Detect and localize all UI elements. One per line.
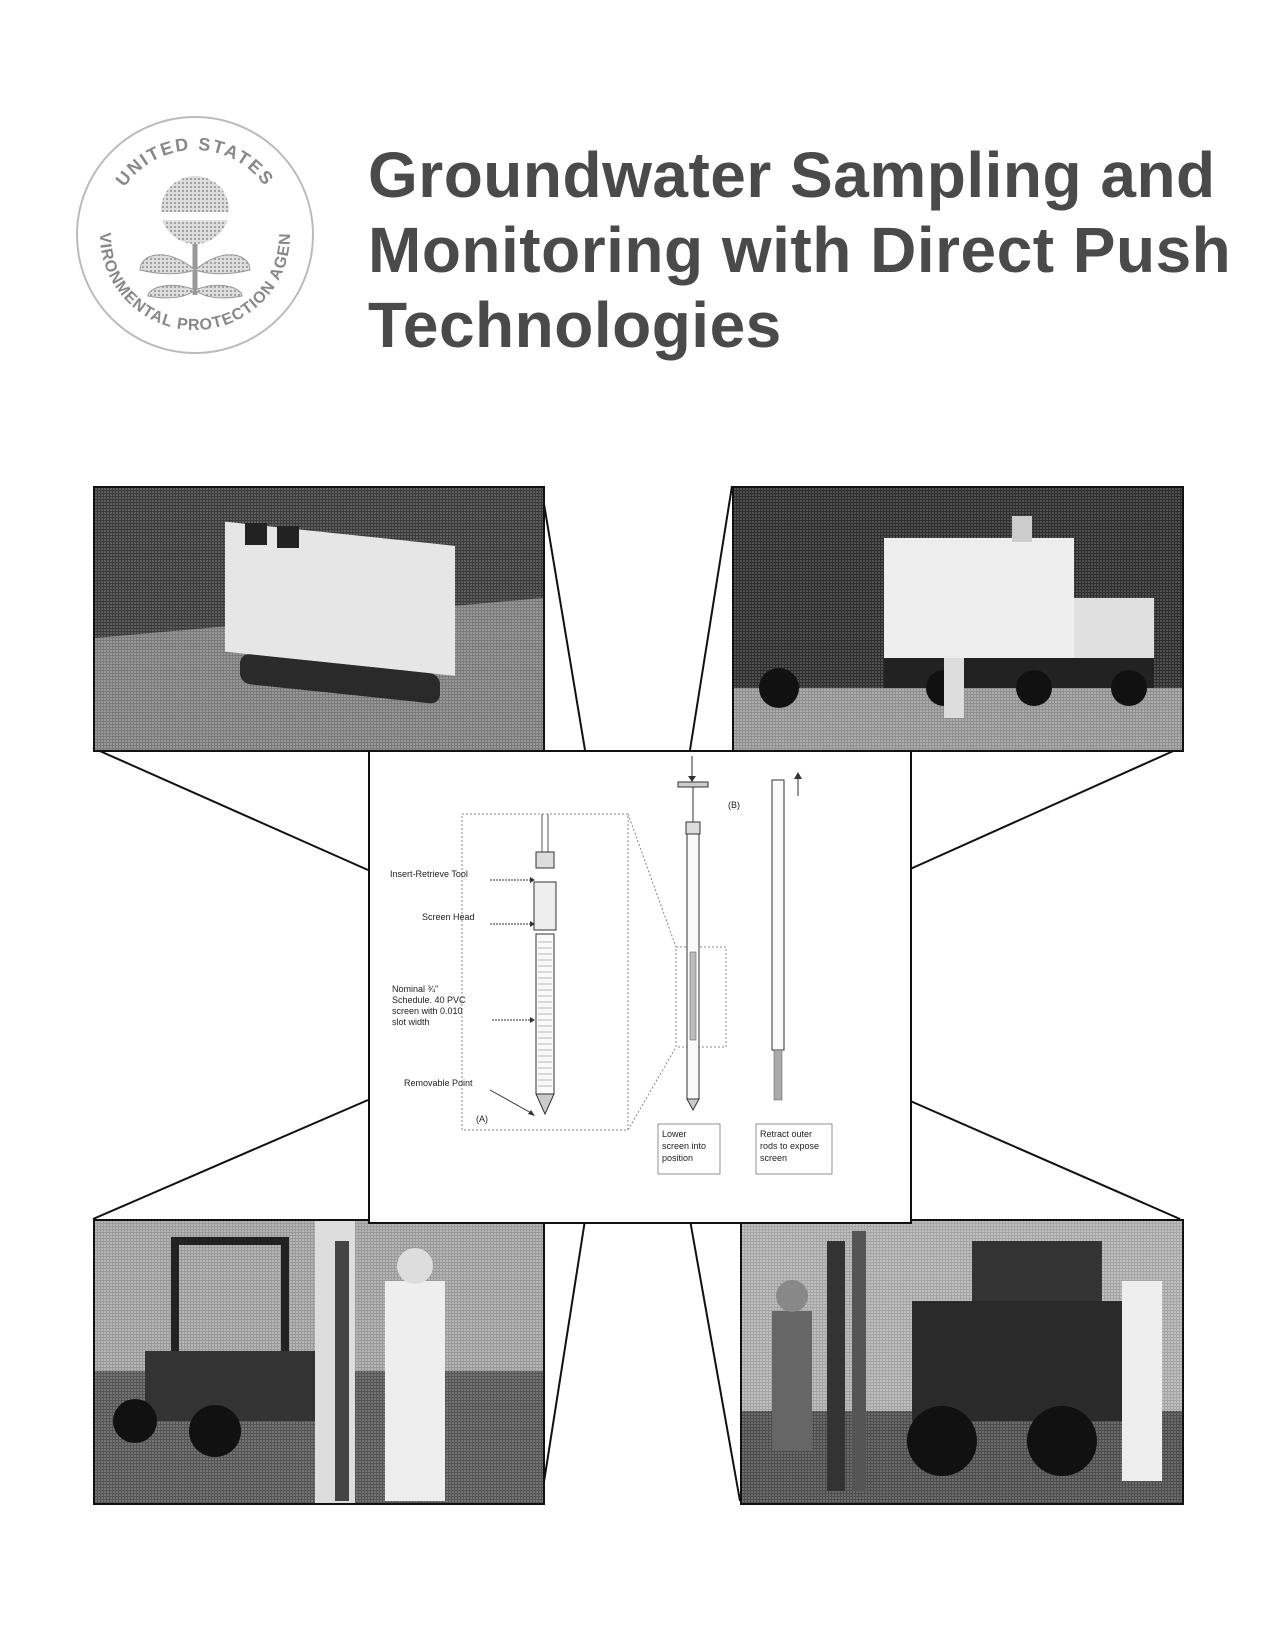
skid-steer-rig-photo [740, 1219, 1184, 1505]
retract-rods-drawing [771, 772, 802, 1101]
lower-screen-drawing [677, 756, 709, 1112]
svg-text:screen into: screen into [662, 1141, 706, 1151]
label-a: (A) [476, 1114, 488, 1124]
svg-text:Lower: Lower [662, 1129, 687, 1139]
label-insert-retrieve-tool: Insert-Retrieve Tool [390, 869, 468, 879]
screen-assembly-a [533, 814, 557, 1116]
label-nominal-line-2: Schedule. 40 PVC [392, 995, 466, 1005]
label-b: (B) [728, 800, 740, 810]
document-title: Groundwater Sampling and Monitoring with… [368, 138, 1248, 363]
title-line-2: Monitoring with Direct Push [368, 214, 1232, 286]
label-nominal-line-4: slot width [392, 1017, 430, 1027]
label-screen-head: Screen Head [422, 912, 475, 922]
caption-retract-rods: Retract outer rods to expose screen [755, 1123, 833, 1175]
label-nominal-line-1: Nominal ¾" [392, 984, 438, 994]
title-line-1: Groundwater Sampling and [368, 139, 1216, 211]
svg-text:Retract outer: Retract outer [760, 1129, 812, 1139]
truck-rig-photo [732, 486, 1184, 752]
label-removable-point: Removable Point [404, 1078, 473, 1088]
utility-vehicle-rig-photo [93, 1219, 545, 1505]
label-nominal-line-3: screen with 0.010 [392, 1006, 463, 1016]
enlargement-box [461, 813, 629, 1131]
epa-seal-logo: UNITED STATES ENVIRONMENTAL PROTECTION A… [64, 97, 320, 360]
tracked-rig-photo [93, 486, 545, 752]
svg-text:rods to expose: rods to expose [760, 1141, 819, 1151]
caption-lower-screen: Lower screen into position [657, 1123, 721, 1175]
direct-push-screen-diagram: Insert-Retrieve Tool Screen Head Nominal… [368, 750, 912, 1224]
svg-text:screen: screen [760, 1153, 787, 1163]
svg-text:position: position [662, 1153, 693, 1163]
title-line-3: Technologies [368, 289, 782, 361]
